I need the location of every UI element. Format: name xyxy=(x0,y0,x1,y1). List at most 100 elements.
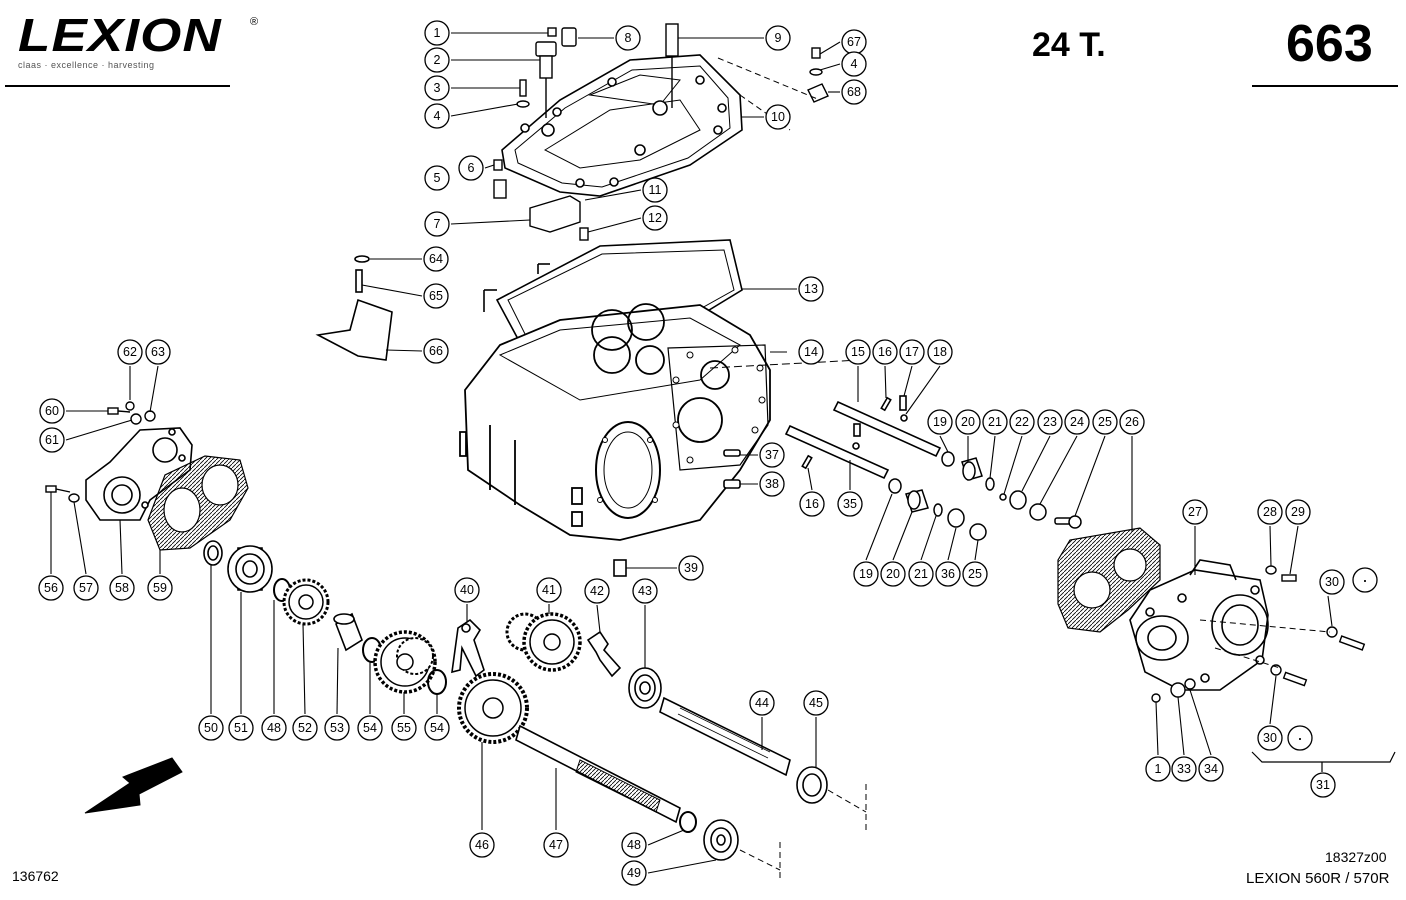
shift-fork-42 xyxy=(586,630,622,678)
callout-4: 4 xyxy=(434,109,441,123)
callout-20: 20 xyxy=(961,415,975,429)
callout-33: 33 xyxy=(1177,762,1191,776)
main-shaft-47 xyxy=(515,724,681,824)
callout-25: 25 xyxy=(1098,415,1112,429)
brand-logo: LEXION xyxy=(18,9,222,61)
callout-11: 11 xyxy=(649,183,662,197)
callout-5: 5 xyxy=(434,171,441,185)
callout-58: 58 xyxy=(115,581,129,595)
callout-68: 68 xyxy=(847,85,861,99)
right-dash-lines xyxy=(1199,619,1331,669)
shift-fork-40 xyxy=(451,618,485,678)
callout-numbers: 1 2 3 4 5 6 7 8 9 10 11 12 13 14 15 16 1… xyxy=(44,26,1368,880)
model-label: LEXION 560R / 570R xyxy=(1246,870,1390,887)
callout-1-right: 1 xyxy=(1155,762,1162,776)
right-seal-set xyxy=(888,451,1082,541)
callout-30-upper: 30 xyxy=(1325,575,1339,589)
callout-50: 50 xyxy=(204,721,218,735)
callout-43: 43 xyxy=(638,584,652,598)
callout-3: 3 xyxy=(434,81,441,95)
callout-18: 18 xyxy=(933,345,947,359)
callout-2: 2 xyxy=(434,53,441,67)
callout-16-lower: 16 xyxy=(805,497,819,511)
snap-ring-48-right xyxy=(679,811,697,833)
callout-61: 61 xyxy=(45,433,59,447)
callout-59: 59 xyxy=(153,581,167,595)
callout-23: 23 xyxy=(1043,415,1057,429)
callout-42: 42 xyxy=(590,584,604,598)
bearing-45 xyxy=(796,766,828,804)
callout-circles xyxy=(38,20,1378,886)
callout-14: 14 xyxy=(804,345,818,359)
callout-22: 22 xyxy=(1015,415,1029,429)
callout-67: 67 xyxy=(847,35,861,49)
callout-51: 51 xyxy=(234,721,248,735)
callout-41: 41 xyxy=(542,583,556,597)
callout-54-right: 54 xyxy=(430,721,444,735)
callout-10: 10 xyxy=(771,110,785,124)
callout-19: 19 xyxy=(933,415,947,429)
bearing-51 xyxy=(227,545,273,593)
callout-29: 29 xyxy=(1291,505,1305,519)
callout-47: 47 xyxy=(549,838,563,852)
callout-20-lower: 20 xyxy=(886,567,900,581)
callout-48-lower: 48 xyxy=(627,838,641,852)
callout-4-right: 4 xyxy=(851,57,858,71)
bearing-43 xyxy=(628,667,662,709)
callout-24: 24 xyxy=(1070,415,1084,429)
callout-65: 65 xyxy=(429,289,443,303)
callout-1: 1 xyxy=(434,26,441,40)
callout-25-lower: 25 xyxy=(968,567,982,581)
left-gasket xyxy=(147,455,249,551)
bearing-49 xyxy=(703,819,739,861)
callout-7: 7 xyxy=(434,217,441,231)
right-gasket xyxy=(1057,527,1161,633)
callout-46: 46 xyxy=(475,838,489,852)
callout-19-lower: 19 xyxy=(859,567,873,581)
shaft-ring-50 xyxy=(203,540,223,566)
callout-8: 8 xyxy=(625,31,632,45)
callout-56: 56 xyxy=(44,581,58,595)
cover-bolts-sensors xyxy=(493,23,829,241)
callout-16: 16 xyxy=(878,345,892,359)
callout-15: 15 xyxy=(851,345,865,359)
callout-66: 66 xyxy=(429,344,443,358)
page-number: 663 xyxy=(1286,15,1373,73)
pinion-52 xyxy=(282,578,330,626)
callout-45: 45 xyxy=(809,696,823,710)
callout-62: 62 xyxy=(123,345,137,359)
callout-6: 6 xyxy=(468,161,475,175)
callout-64: 64 xyxy=(429,252,443,266)
gear-41 xyxy=(505,612,582,672)
callout-28: 28 xyxy=(1263,505,1277,519)
callout-dot-upper: · xyxy=(1362,570,1368,590)
gear-46 xyxy=(457,672,529,744)
callout-49: 49 xyxy=(627,866,641,880)
callout-54: 54 xyxy=(363,721,377,735)
callout-60: 60 xyxy=(45,404,59,418)
guard-plate xyxy=(315,255,393,361)
right-small-parts xyxy=(1151,565,1366,703)
ring-54-right xyxy=(427,669,447,695)
output-shaft-44 xyxy=(659,696,791,777)
callout-53: 53 xyxy=(330,721,344,735)
callout-63: 63 xyxy=(151,345,165,359)
left-bearing-cover xyxy=(85,427,193,521)
callout-12: 12 xyxy=(648,211,662,225)
callout-21: 21 xyxy=(988,415,1002,429)
bushing-53 xyxy=(333,612,363,652)
callout-dot-lower: · xyxy=(1297,728,1303,748)
callout-52: 52 xyxy=(298,721,312,735)
callout-44: 44 xyxy=(755,696,769,710)
callout-57: 57 xyxy=(79,581,93,595)
brand-tagline: claas · excellence · harvesting xyxy=(18,60,155,70)
callout-30-lower: 30 xyxy=(1263,731,1277,745)
callout-37: 37 xyxy=(765,448,779,462)
callout-36: 36 xyxy=(941,567,955,581)
callout-bracket-31 xyxy=(1251,751,1396,772)
selector-rods xyxy=(613,395,942,577)
catalog-number: 136762 xyxy=(12,868,59,884)
gear-55 xyxy=(373,630,437,694)
callout-40: 40 xyxy=(460,583,474,597)
